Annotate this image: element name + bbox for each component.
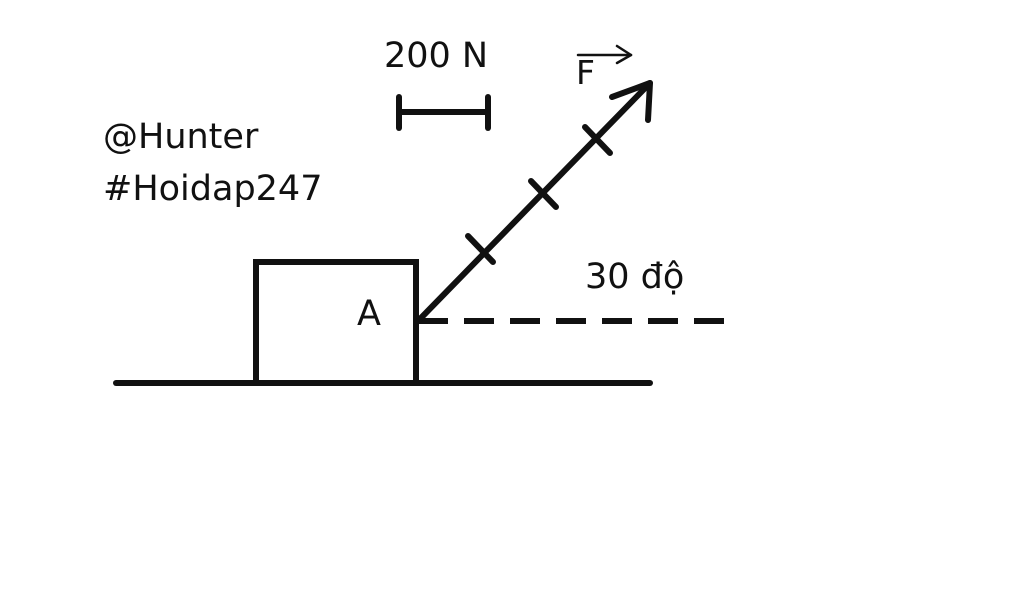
force-tick-1 xyxy=(465,233,496,265)
angle-label: 30 độ xyxy=(585,257,684,297)
block-label: A xyxy=(357,294,381,334)
vector-arrow-head xyxy=(615,44,633,65)
scale-label: 200 N xyxy=(384,36,488,76)
force-vector xyxy=(415,80,653,324)
watermark-line-2: #Hoidap247 xyxy=(103,169,322,209)
force-tick-2 xyxy=(528,178,559,210)
force-label: F xyxy=(576,53,595,92)
scale-bar xyxy=(396,94,491,131)
vector-arrow-icon xyxy=(576,44,633,65)
watermark-line-1: @Hunter xyxy=(103,117,259,157)
block-a xyxy=(253,259,419,386)
force-tick-3 xyxy=(582,124,613,156)
force-arrowhead-icon xyxy=(609,80,653,123)
force-vector-shaft xyxy=(415,80,653,324)
